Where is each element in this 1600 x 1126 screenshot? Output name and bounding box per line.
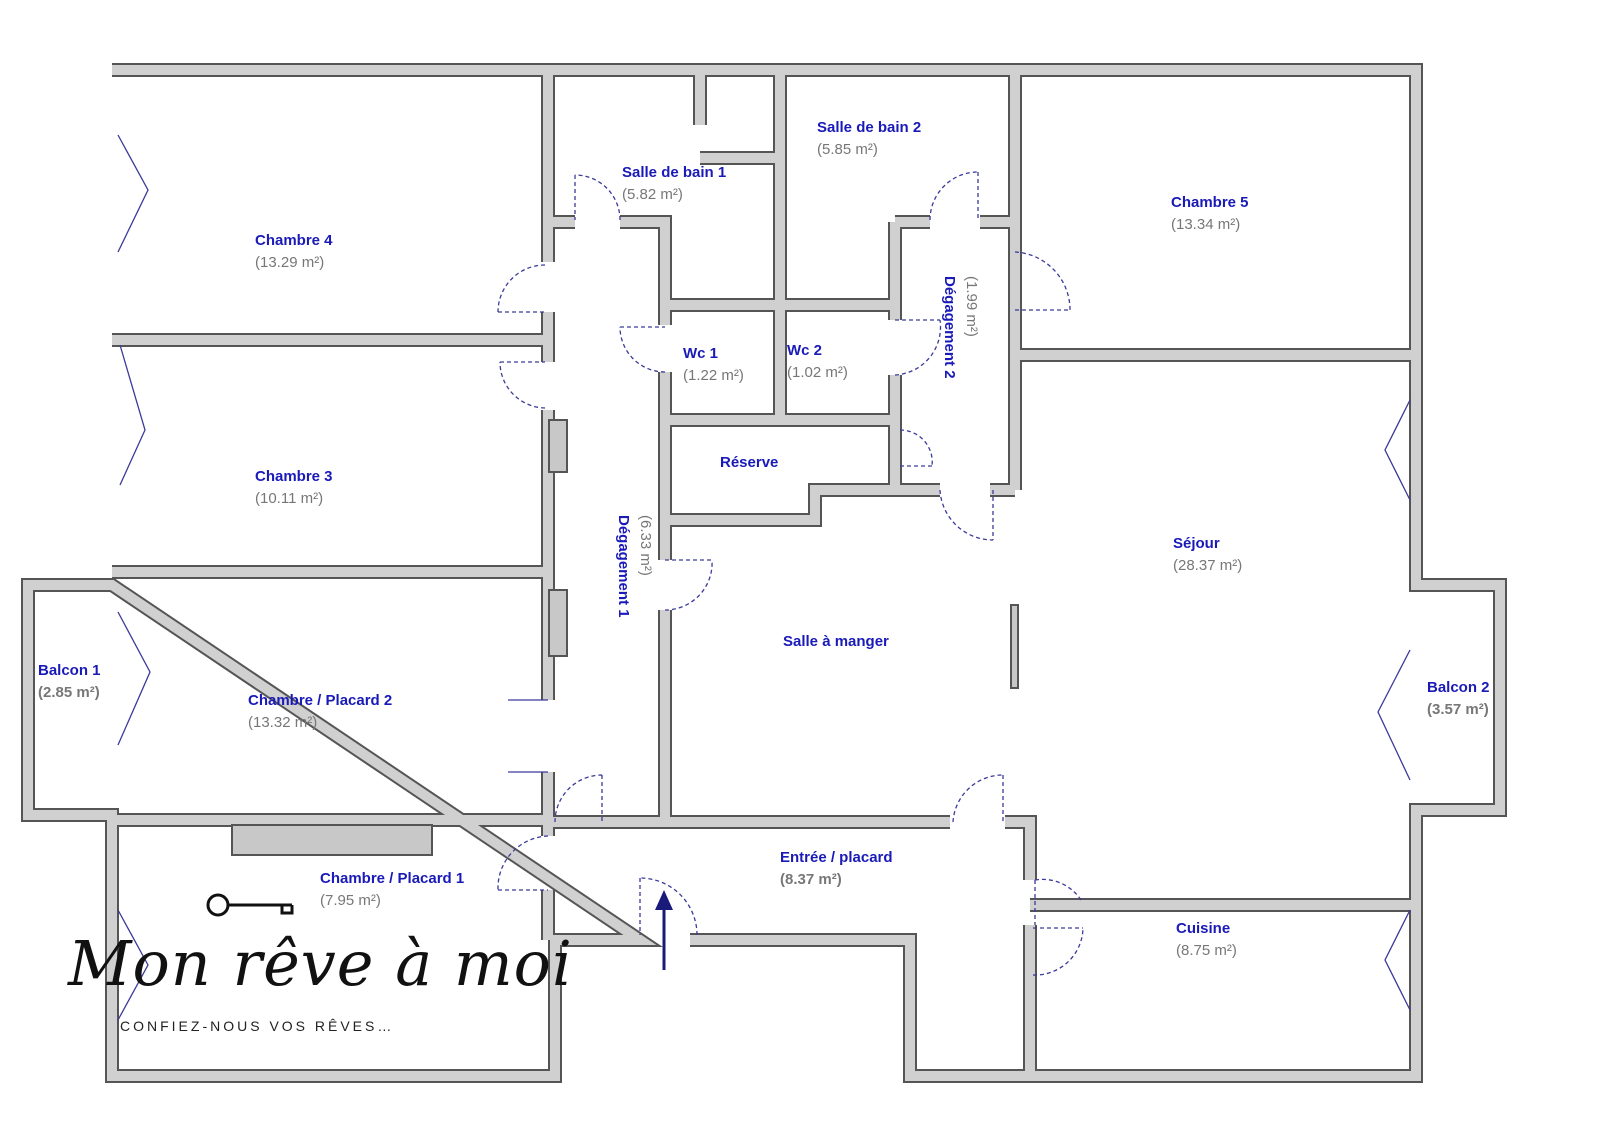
room-name: Réserve [720, 454, 779, 471]
room-name: Salle de bain 1 [622, 164, 727, 181]
room-name: Balcon 1 [38, 662, 101, 679]
room-chambre-5: Chambre 5 (13.34 m²) [1171, 192, 1249, 236]
room-salle-a-manger: Salle à manger [783, 631, 889, 653]
interior-wall [112, 70, 553, 940]
room-area: (8.75 m²) [1176, 942, 1237, 959]
room-area: (10.11 m²) [255, 490, 324, 507]
room-name: Cuisine [1176, 920, 1231, 937]
room-area: (8.37 m²) [780, 871, 842, 888]
doors [117, 134, 1411, 1021]
room-area: (1.22 m²) [683, 367, 744, 384]
room-area: (13.34 m²) [1171, 216, 1241, 233]
room-name: Chambre 4 [255, 232, 333, 249]
room-area: (5.85 m²) [817, 141, 878, 158]
room-chambre-4: Chambre 4 (13.29 m²) [255, 230, 333, 274]
logo-script: Mon rêve à moi [68, 927, 573, 1000]
room-degagement-1: (6.33 m²) Dégagement 1 [612, 515, 656, 618]
interior-wall [548, 815, 1416, 1076]
room-area: (3.57 m²) [1427, 701, 1489, 718]
room-name: Chambre 3 [255, 468, 333, 485]
room-area: (13.29 m²) [255, 254, 325, 271]
room-area: (7.95 m²) [320, 892, 381, 909]
room-balcon-1: Balcon 1 (2.85 m²) [38, 660, 101, 704]
room-wc-2: Wc 2 (1.02 m²) [787, 340, 848, 384]
room-name: Chambre 5 [1171, 194, 1249, 211]
interior-wall [548, 817, 1416, 1076]
walls [21, 63, 1507, 1083]
room-name: Dégagement 2 [941, 276, 958, 379]
room-sejour: Séjour (28.37 m²) [1173, 533, 1242, 577]
interior-wall [665, 70, 1416, 525]
room-name: Wc 2 [787, 342, 823, 359]
room-area: (13.32 m²) [248, 714, 318, 731]
key-icon [206, 893, 294, 917]
room-name: Chambre / Placard 2 [248, 692, 393, 709]
room-name: Chambre / Placard 1 [320, 870, 465, 887]
room-salle-de-bain-2: Salle de bain 2 (5.85 m²) [817, 117, 921, 161]
room-chambre-3: Chambre 3 (10.11 m²) [255, 466, 333, 510]
interior-wall [548, 70, 785, 822]
room-name: Dégagement 1 [615, 515, 632, 618]
room-cuisine: Cuisine (8.75 m²) [1176, 918, 1237, 962]
room-area: (5.82 m²) [622, 186, 683, 203]
room-chambre-placard-1: Chambre / Placard 1 (7.95 m²) [320, 868, 464, 912]
room-wc-1: Wc 1 (1.22 m²) [683, 343, 744, 387]
room-entree: Entrée / placard (8.37 m²) [780, 847, 893, 891]
entry-arrow-icon [655, 890, 673, 970]
room-name: Séjour [1173, 535, 1220, 552]
room-chambre-placard-2: Chambre / Placard 2 (13.32 m²) [248, 690, 392, 734]
room-balcon-2: Balcon 2 (3.57 m²) [1427, 677, 1490, 721]
room-name: Entrée / placard [780, 849, 893, 866]
room-name: Salle de bain 2 [817, 119, 922, 136]
room-degagement-2: (1.99 m²) Dégagement 2 [938, 276, 982, 379]
room-name: Wc 1 [683, 345, 719, 362]
room-salle-de-bain-1: Salle de bain 1 (5.82 m²) [622, 162, 726, 206]
room-reserve: Réserve [720, 452, 778, 474]
room-area: (6.33 m²) [637, 515, 654, 576]
room-area: (1.99 m²) [963, 276, 980, 337]
closets [231, 419, 1019, 856]
room-name: Balcon 2 [1427, 679, 1490, 696]
room-area: (28.37 m²) [1173, 557, 1243, 574]
logo-tagline: CONFIEZ-NOUS VOS RÊVES… [120, 1018, 395, 1034]
room-area: (2.85 m²) [38, 684, 100, 701]
room-area: (1.02 m²) [787, 364, 848, 381]
room-name: Salle à manger [783, 633, 889, 650]
